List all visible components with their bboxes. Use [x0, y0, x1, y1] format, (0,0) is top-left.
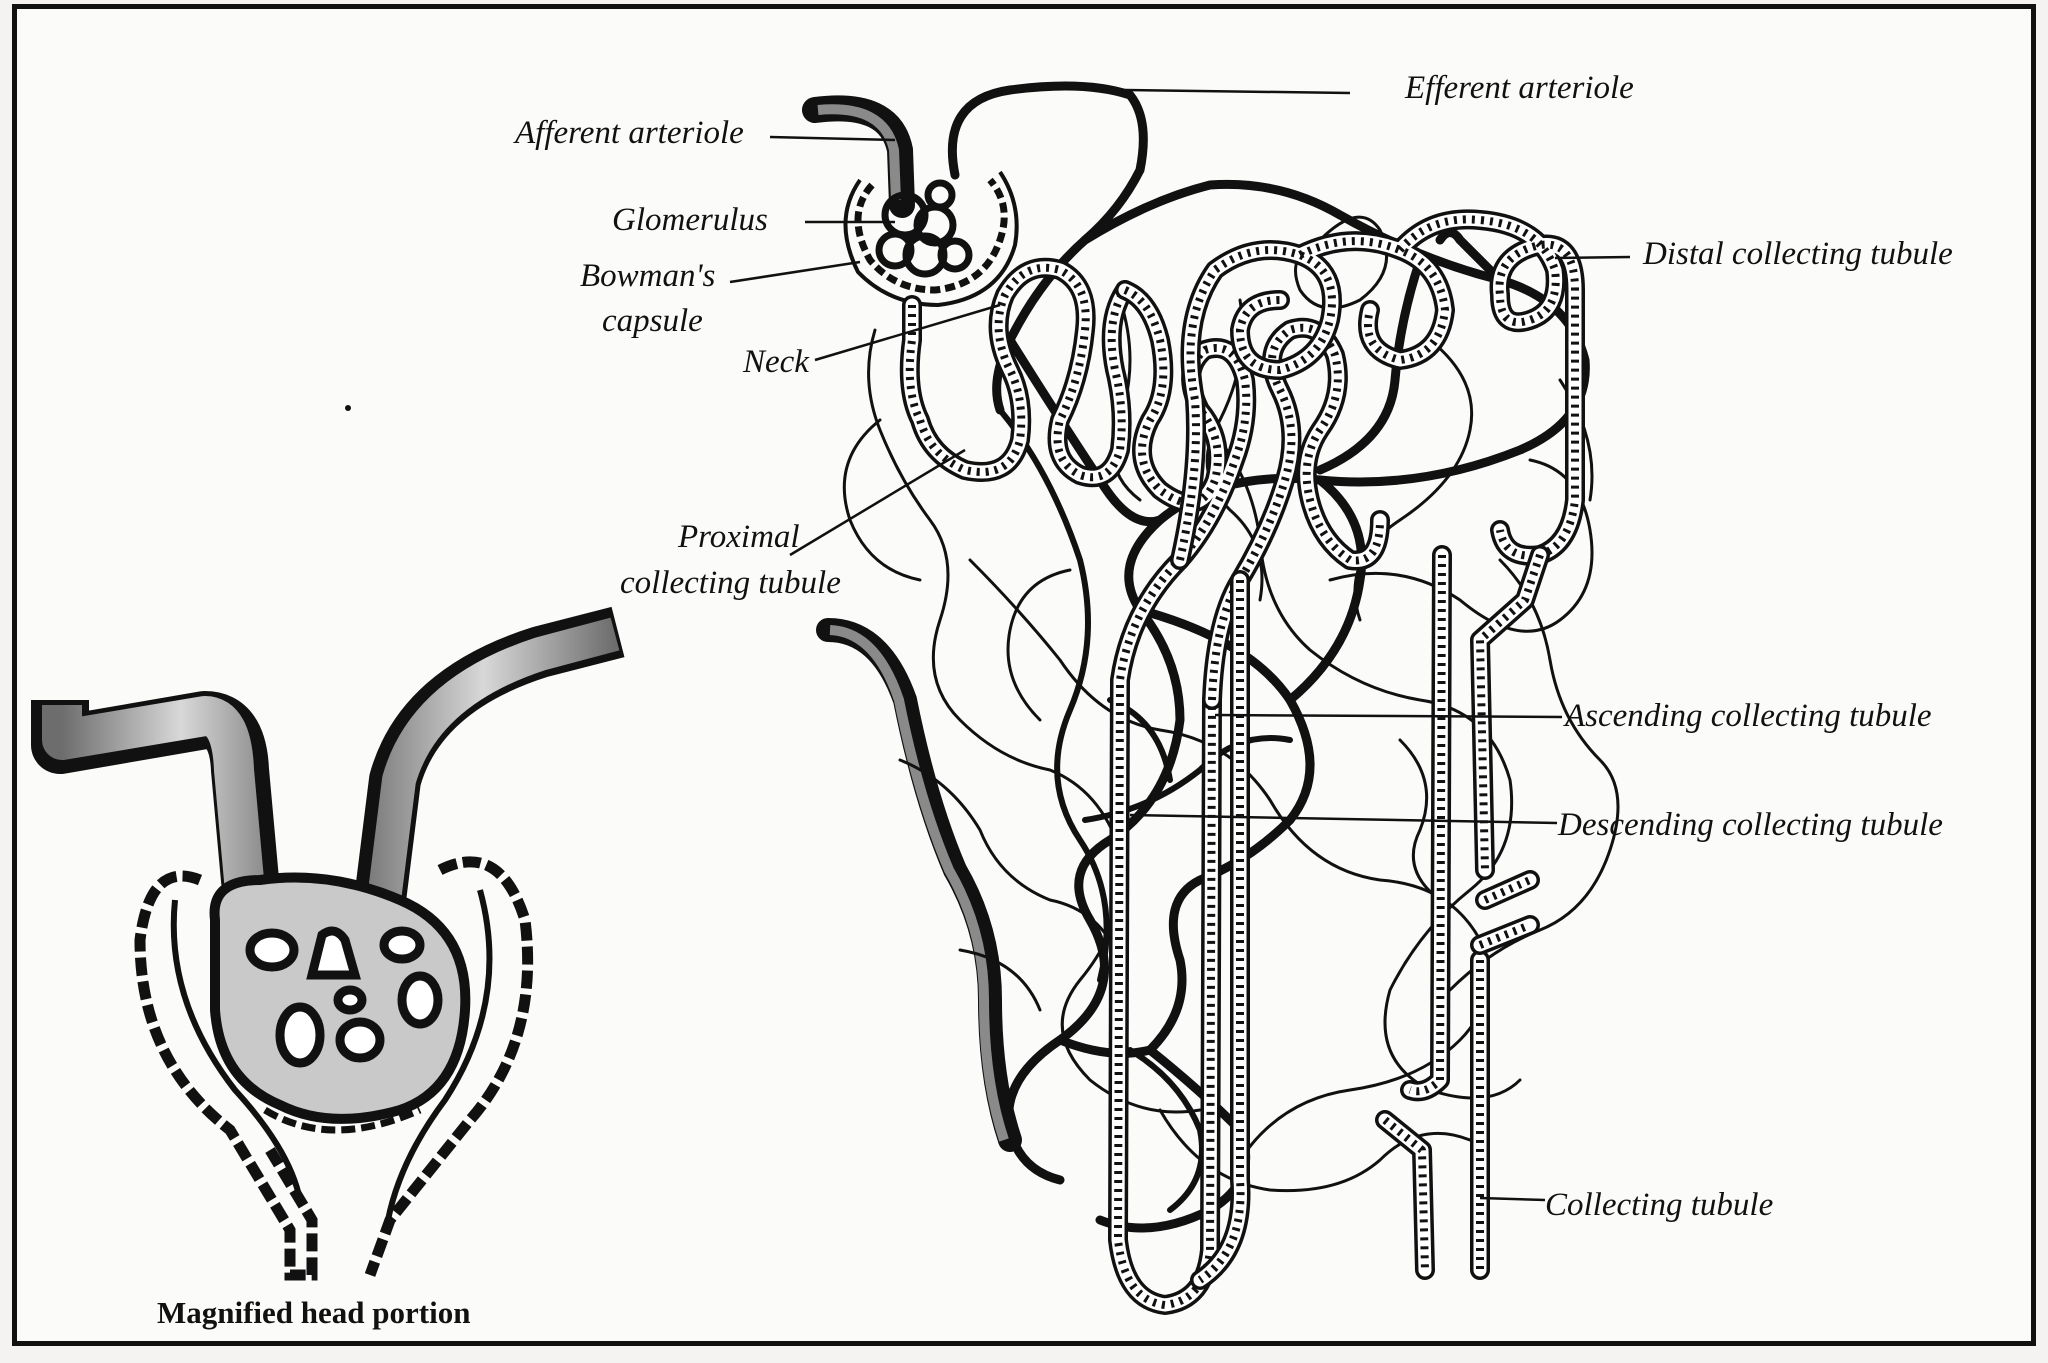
afferent-arteriole-vessel	[802, 95, 915, 218]
label-proximal-1: Proximal	[677, 519, 800, 555]
speck-dot	[345, 405, 351, 411]
label-proximal-2: collecting tubule	[620, 565, 841, 601]
label-bowmans-capsule-1: Bowman's	[580, 258, 715, 294]
collecting-tubule	[1375, 545, 1540, 1280]
label-neck: Neck	[742, 344, 810, 380]
distal-descending-tubule	[1470, 545, 1550, 880]
proximal-collecting-tubule	[899, 257, 1135, 488]
label-glomerulus: Glomerulus	[612, 202, 768, 238]
leader-lines	[729, 88, 1631, 1202]
label-afferent-arteriole: Afferent arteriole	[513, 115, 744, 151]
ascending-collecting-tubule	[1202, 317, 1390, 710]
magnified-head-illustration	[31, 606, 625, 1281]
descending-collecting-tubule	[1108, 280, 1257, 1315]
label-collecting-tubule: Collecting tubule	[1545, 1187, 1773, 1223]
label-bowmans-capsule-2: capsule	[602, 303, 703, 339]
bowmans-capsule-cup	[854, 177, 1008, 294]
magnified-bowmans-capsule	[134, 870, 318, 1281]
label-ascending-collecting-tubule: Ascending collecting tubule	[1563, 698, 1932, 734]
nephron-illustration	[802, 81, 1620, 1315]
label-distal-collecting-tubule: Distal collecting tubule	[1642, 236, 1953, 272]
labels: Efferent arteriole Afferent arteriole Gl…	[157, 70, 1953, 1330]
henle-loop-limb	[1190, 570, 1251, 1290]
peritubular-vessels-thick	[1004, 179, 1590, 1233]
distal-collecting-tubule	[1170, 209, 1585, 570]
label-efferent-arteriole: Efferent arteriole	[1404, 70, 1634, 106]
label-descending-collecting-tubule: Descending collecting tubule	[1557, 807, 1943, 843]
glomerulus-knot	[875, 179, 973, 278]
caption-magnified-head-portion: Magnified head portion	[157, 1295, 470, 1330]
efferent-arteriole-vessel	[947, 81, 1148, 415]
